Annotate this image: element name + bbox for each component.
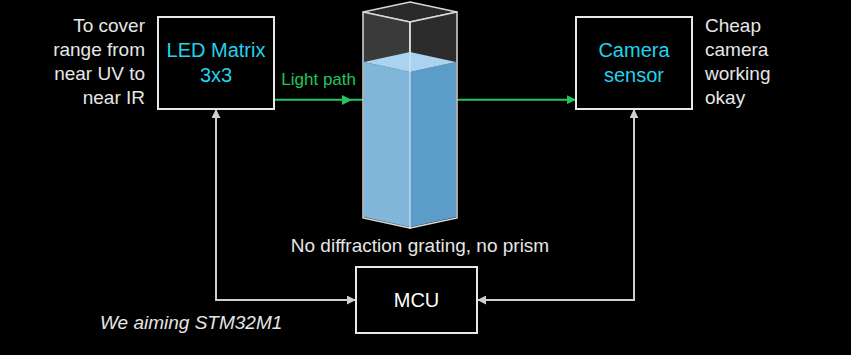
box-text: Camera sensor: [583, 38, 685, 88]
note: No diffraction grating, no prism: [200, 234, 640, 258]
side-note: To cover range from near UV to near IR: [30, 14, 145, 110]
box-text: LED Matrix 3x3: [165, 38, 267, 88]
note: We aiming STM32M1: [100, 311, 340, 335]
mcu-box: MCU: [355, 266, 478, 334]
control-line: [478, 110, 634, 300]
camera-sensor-box: Camera sensor: [575, 16, 693, 110]
led-matrix-box: LED Matrix 3x3: [157, 16, 275, 110]
box-text: MCU: [394, 288, 440, 313]
side-note: Cheap camera working okay: [705, 14, 810, 110]
edge-label: Light path: [279, 68, 358, 92]
control-line: [216, 110, 355, 300]
